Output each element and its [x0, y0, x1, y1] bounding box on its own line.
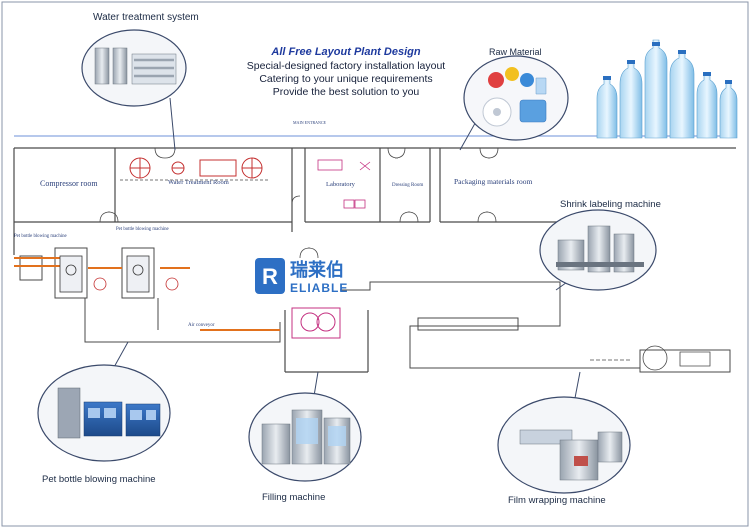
logo-mark-letter: R [262, 264, 278, 289]
logo-english: ELIABLE [290, 281, 348, 295]
callout-water-treatment [81, 29, 187, 151]
door-swings [99, 147, 499, 259]
plan-label-blower-1: Pet bottle blowing machine [14, 234, 67, 239]
company-logo: R 瑞莱伯 ELIABLE [255, 258, 348, 295]
bottle-group [596, 39, 738, 139]
lab-fixtures [317, 159, 371, 209]
header-line-1: Special-designed factory installation la… [246, 60, 446, 72]
room-water-treatment: Water Treatment Room [168, 179, 229, 186]
room-compressor: Compressor room [40, 179, 98, 188]
label-raw-material: Raw Material [489, 47, 542, 57]
plan-wrapper [590, 345, 711, 371]
callout-filling [248, 371, 362, 482]
plan-label-air-conveyor: Air conveyor [188, 323, 215, 328]
plan-filler [291, 307, 341, 339]
label-shrink-labeling: Shrink labeling machine [560, 199, 661, 210]
label-filling: Filling machine [262, 492, 325, 503]
plan-blowers [59, 255, 179, 293]
logo-mark [255, 258, 285, 294]
label-pet-blowing: Pet bottle blowing machine [42, 474, 156, 485]
logo-chinese: 瑞莱伯 [290, 259, 344, 281]
header-block: All Free Layout Plant Design Special-des… [206, 46, 486, 99]
callout-raw-material [459, 55, 569, 151]
plan-label-blower-2: Pet bottle blowing machine [116, 227, 169, 232]
plan-label-main-entrance: MAIN ENTRANCE [293, 120, 327, 125]
header-line-3: Provide the best solution to you [272, 86, 420, 98]
callout-pet-blowing [37, 341, 171, 462]
orange-conveyor [14, 257, 280, 331]
callout-film-wrapping [497, 371, 631, 494]
header-title: All Free Layout Plant Design [271, 46, 421, 58]
callout-shrink-labeling [539, 209, 657, 291]
room-packaging: Packaging materials room [454, 177, 532, 186]
label-water-treatment: Water treatment system [93, 12, 199, 23]
production-line [19, 247, 731, 373]
header-line-2: Catering to your unique requirements [259, 73, 433, 85]
room-laboratory: Laboratory [326, 181, 356, 188]
label-film-wrapping: Film wrapping machine [508, 495, 606, 506]
plan-water-tanks [129, 157, 263, 179]
room-dressing: Dressing Room [392, 183, 423, 188]
